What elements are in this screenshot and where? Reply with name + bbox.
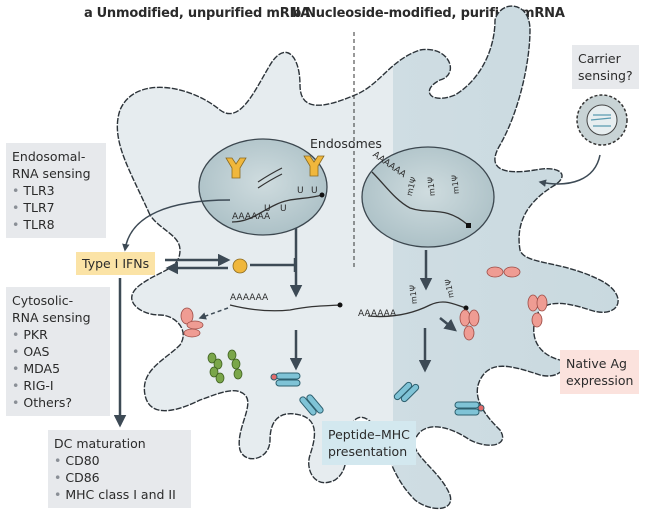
dc-maturation-item: CD80 xyxy=(54,452,185,469)
arrow-carrier-to-cell xyxy=(538,154,601,187)
dsrna-endosome xyxy=(257,167,283,183)
poly-a-tail-cytosol-b: AAAAAA xyxy=(358,309,397,319)
dc-maturation-item: MHC class I and II xyxy=(54,486,185,503)
uridine-label: U xyxy=(311,186,318,196)
cytosolic-item: PKR xyxy=(12,326,104,343)
mrna-endosome-a xyxy=(231,194,323,223)
arrow-endosome-to-ifn xyxy=(122,199,231,252)
endosomal-item: TLR3 xyxy=(12,182,100,199)
arrow-dashed-translation xyxy=(198,307,229,320)
uridine-label: U xyxy=(264,204,271,214)
panel-b-letter: b xyxy=(292,6,302,21)
native-antigen-proteins xyxy=(180,266,548,341)
cytosolic-item: Others? xyxy=(12,394,104,411)
dendritic-cell xyxy=(116,5,619,510)
mrna-endosome-b xyxy=(371,171,469,226)
endosomal-title-line1: Endosomal- xyxy=(12,149,86,164)
dc-maturation-item: CD86 xyxy=(54,469,185,486)
native-ag-line2: expression xyxy=(566,373,634,388)
endosomal-title-line2: RNA sensing xyxy=(12,166,91,181)
endosomal-item: TLR7 xyxy=(12,199,100,216)
cytosolic-title-line2: RNA sensing xyxy=(12,310,91,325)
uridine-label: U xyxy=(280,204,287,214)
dc-maturation-title: DC maturation xyxy=(54,436,146,451)
cytosolic-rna-sensing-box: Cytosolic- RNA sensing PKR OAS MDA5 RIG-… xyxy=(6,287,110,416)
poly-a-tail-a: AAAAAA xyxy=(232,212,271,222)
dc-maturation-box: DC maturation CD80 CD86 MHC class I and … xyxy=(48,430,191,508)
carrier-nanoparticle xyxy=(576,94,628,146)
modified-nucleoside-label: m1Ψ xyxy=(450,174,461,195)
peptide-mhc-line1: Peptide–MHC xyxy=(328,427,410,442)
panel-a-title-text: Unmodified, unpurified mRNA xyxy=(96,6,311,21)
carrier-line1: Carrier xyxy=(578,51,621,66)
mrna-cytosol-a xyxy=(229,304,341,312)
tlr-receptor-left xyxy=(225,157,247,179)
panel-a-letter: a xyxy=(84,6,93,21)
tlr-receptor-right xyxy=(303,155,325,177)
modified-nucleoside-label: m1Ψ xyxy=(408,284,419,305)
poly-a-tail-cytosol-a: AAAAAA xyxy=(230,293,269,303)
costimulatory-molecules xyxy=(207,349,243,384)
uridine-label: U xyxy=(297,186,304,196)
cytosolic-item: MDA5 xyxy=(12,360,104,377)
carrier-line2: sensing? xyxy=(578,68,633,83)
endosomes-label: Endosomes xyxy=(310,136,382,151)
type1-ifns-label: Type I IFNs xyxy=(82,256,150,271)
native-ag-line1: Native Ag xyxy=(566,356,627,371)
carrier-sensing-box: Carrier sensing? xyxy=(572,45,639,89)
peptide-mhc-box: Peptide–MHC presentation xyxy=(322,421,416,465)
mrna-cytosol-b xyxy=(367,301,467,318)
cytosolic-sensor xyxy=(232,258,248,274)
type1-ifns-box: Type I IFNs xyxy=(76,252,156,275)
endosomal-item: TLR8 xyxy=(12,216,100,233)
cytosolic-title-line1: Cytosolic- xyxy=(12,293,74,308)
modified-nucleoside-label: m1Ψ xyxy=(426,176,437,197)
endosomal-rna-sensing-box: Endosomal- RNA sensing TLR3 TLR7 TLR8 xyxy=(6,143,106,238)
native-ag-box: Native Ag expression xyxy=(560,350,640,394)
cytosolic-item: OAS xyxy=(12,343,104,360)
endosome-b xyxy=(361,146,495,248)
peptide-mhc-line2: presentation xyxy=(328,444,408,459)
arrow-cytosol-b-to-ag xyxy=(439,317,457,332)
cytosolic-item: RIG-I xyxy=(12,377,104,394)
mhc-molecules xyxy=(270,372,485,416)
